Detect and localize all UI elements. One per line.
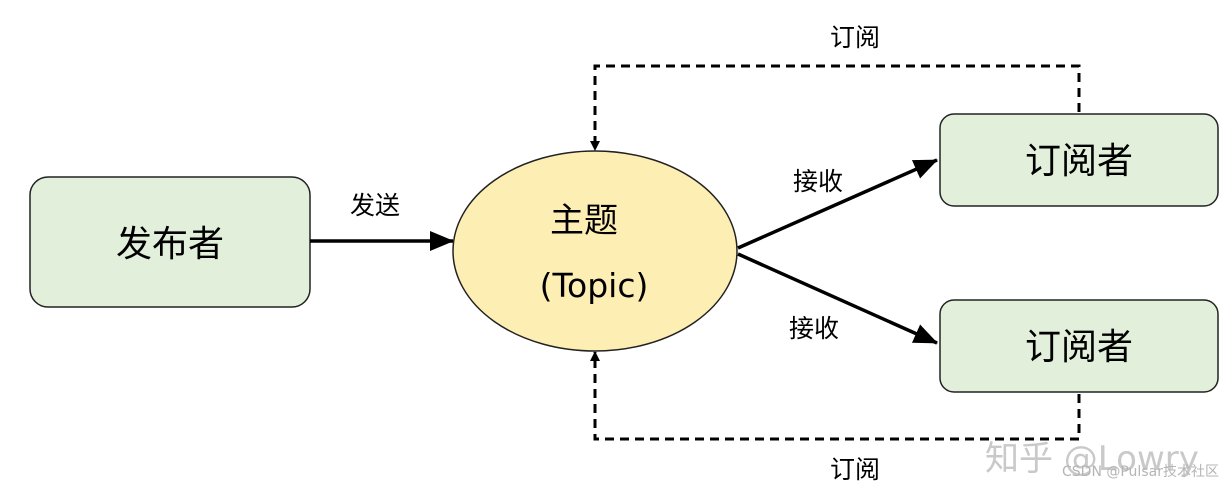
receive-bottom-edge: 接收 <box>737 252 938 345</box>
publisher-label: 发布者 <box>116 224 224 265</box>
send-edge: 发送 <box>310 191 454 251</box>
send-label: 发送 <box>350 191 400 220</box>
subscriber-top-box <box>939 113 1219 207</box>
subscriber-top-node: 订阅者 <box>939 113 1219 207</box>
receive-top-edge: 接收 <box>737 158 938 250</box>
topic-title: 主题 <box>550 201 618 241</box>
topic-subtitle: (Topic) <box>540 266 649 305</box>
receive-bottom-label: 接收 <box>789 314 839 343</box>
subscriber-bottom-node: 订阅者 <box>939 299 1219 393</box>
subscribe-bottom-path <box>590 351 1081 441</box>
subscribe-bottom-label: 订阅 <box>830 455 880 484</box>
receive-top-label: 接收 <box>793 167 843 196</box>
watermark-main: 知乎 @Lowry <box>985 439 1199 479</box>
topic-node: 主题 (Topic) <box>452 150 738 352</box>
subscribe-top-label: 订阅 <box>830 23 880 52</box>
subscriber-top-label: 订阅者 <box>1025 141 1133 182</box>
subscribe-top-path <box>590 64 1081 151</box>
receive-bottom-arrow <box>737 252 938 345</box>
topic-ellipse <box>452 150 738 352</box>
subscribe-top-edge: 订阅 <box>590 23 1081 151</box>
subscribe-bottom-edge: 订阅 <box>590 351 1081 484</box>
receive-top-arrow <box>737 158 938 250</box>
publisher-node: 发布者 <box>29 176 311 308</box>
subscriber-bottom-label: 订阅者 <box>1025 327 1133 368</box>
watermark: 知乎 @Lowry CSDN @Pulsar技术社区 <box>985 439 1219 480</box>
subscriber-bottom-box <box>939 299 1219 393</box>
watermark-sub: CSDN @Pulsar技术社区 <box>1062 464 1219 480</box>
